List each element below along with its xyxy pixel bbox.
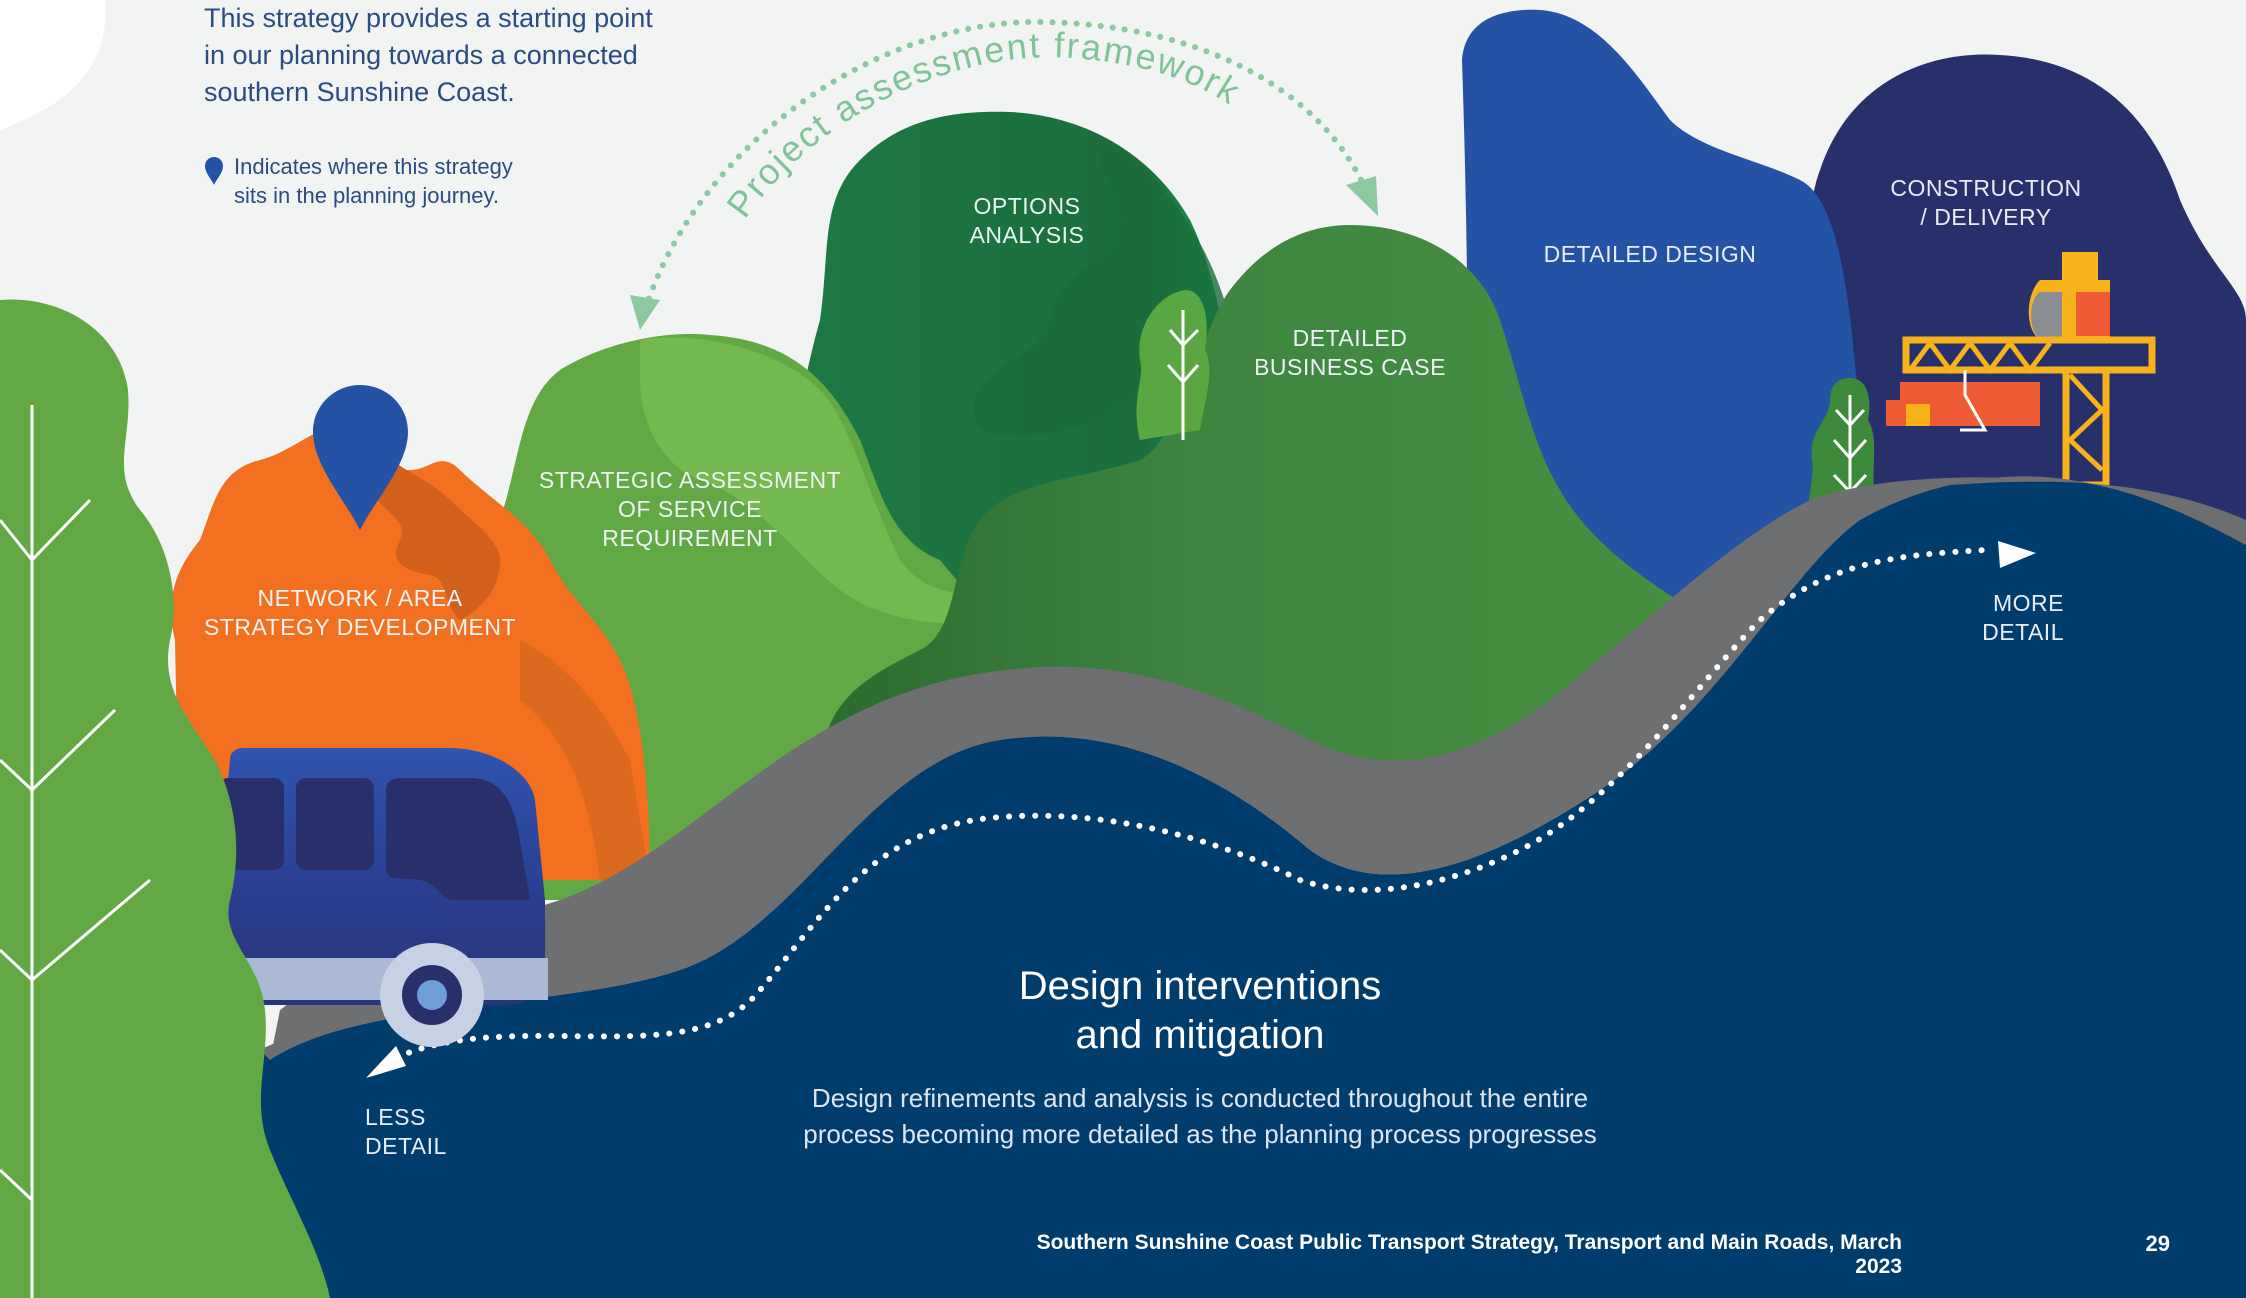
less-detail-arrow-icon bbox=[366, 1046, 406, 1078]
edge-label-line: DETAIL bbox=[1982, 619, 2064, 645]
ground-base bbox=[260, 476, 2246, 1298]
stage-label-line: STRATEGIC ASSESSMENT bbox=[538, 467, 842, 493]
stage-label-line: DETAILED bbox=[1292, 325, 1408, 351]
footer-citation: Southern Sunshine Coast Public Transport… bbox=[1036, 1231, 1902, 1278]
framework-arrow-left-head-icon bbox=[630, 295, 660, 330]
legend-line: Indicates where this strategy bbox=[234, 154, 513, 179]
tree-large-left bbox=[0, 299, 330, 1298]
tree-small-options bbox=[1136, 290, 1210, 440]
framework-arrow-right-head-icon bbox=[1346, 176, 1378, 216]
stage-label-line: DETAILED DESIGN bbox=[1543, 241, 1757, 267]
stage-label-line: BUSINESS CASE bbox=[1254, 354, 1446, 380]
stage-strategic-assessment-label: STRATEGIC ASSESSMENT OF SERVICE REQUIREM… bbox=[530, 466, 850, 553]
crane-icon bbox=[1886, 252, 2156, 489]
stage-options-analysis-label: OPTIONS ANALYSIS bbox=[927, 192, 1127, 250]
legend-line: sits in the planning journey. bbox=[234, 183, 499, 208]
detail-progress-path bbox=[382, 547, 1988, 1066]
hill-network-shadow-2 bbox=[520, 640, 650, 880]
stage-network-strategy-label: NETWORK / AREA STRATEGY DEVELOPMENT bbox=[200, 584, 520, 642]
stage-detailed-design-label: DETAILED DESIGN bbox=[1530, 240, 1770, 269]
stage-label-line: CONSTRUCTION bbox=[1890, 175, 2082, 201]
intro-line: in our planning towards a connected bbox=[204, 40, 638, 70]
heading-line: Design interventions bbox=[1018, 964, 1382, 1008]
stage-label-line: OPTIONS bbox=[973, 193, 1081, 219]
stage-detailed-business-case-label: DETAILED BUSINESS CASE bbox=[1230, 324, 1470, 382]
hill-network-shadow bbox=[370, 450, 500, 620]
background-blob bbox=[0, 0, 106, 130]
stage-label-line: ANALYSIS bbox=[969, 222, 1085, 248]
stage-label-line: OF SERVICE REQUIREMENT bbox=[602, 496, 778, 551]
hill-strategic-highlight bbox=[640, 337, 1010, 624]
page-number: 29 bbox=[2145, 1231, 2170, 1256]
stage-construction-delivery-label: CONSTRUCTION / DELIVERY bbox=[1876, 174, 2096, 232]
edge-label-line: MORE bbox=[1993, 590, 2064, 616]
design-section-heading: Design interventions and mitigation bbox=[900, 962, 1500, 1060]
description-line: process becoming more detailed as the pl… bbox=[803, 1119, 1597, 1149]
design-section-description: Design refinements and analysis is condu… bbox=[760, 1080, 1640, 1152]
intro-text: This strategy provides a starting point … bbox=[204, 0, 664, 111]
edge-label-line: DETAIL bbox=[365, 1133, 447, 1159]
edge-label-line: LESS bbox=[365, 1104, 426, 1130]
hill-detailed-business-case bbox=[820, 225, 1740, 780]
legend-text: Indicates where this strategy sits in th… bbox=[234, 152, 564, 210]
legend-pin-icon bbox=[205, 157, 223, 185]
stage-label-line: STRATEGY DEVELOPMENT bbox=[203, 614, 517, 640]
intro-line: This strategy provides a starting point bbox=[204, 3, 653, 33]
description-line: Design refinements and analysis is condu… bbox=[811, 1083, 1589, 1113]
location-pin-icon bbox=[313, 385, 408, 530]
bus-icon bbox=[218, 748, 548, 1047]
heading-line: and mitigation bbox=[1075, 1013, 1325, 1057]
more-detail-arrow-icon bbox=[1998, 541, 2036, 568]
intro-line: southern Sunshine Coast. bbox=[204, 77, 515, 107]
stage-label-line: NETWORK / AREA bbox=[257, 585, 463, 611]
framework-arrow bbox=[642, 18, 1375, 313]
less-detail-label: LESS DETAIL bbox=[365, 1103, 485, 1161]
stage-label-line: / DELIVERY bbox=[1920, 204, 2052, 230]
road-body bbox=[270, 476, 2246, 1060]
more-detail-label: MORE DETAIL bbox=[1940, 589, 2064, 647]
